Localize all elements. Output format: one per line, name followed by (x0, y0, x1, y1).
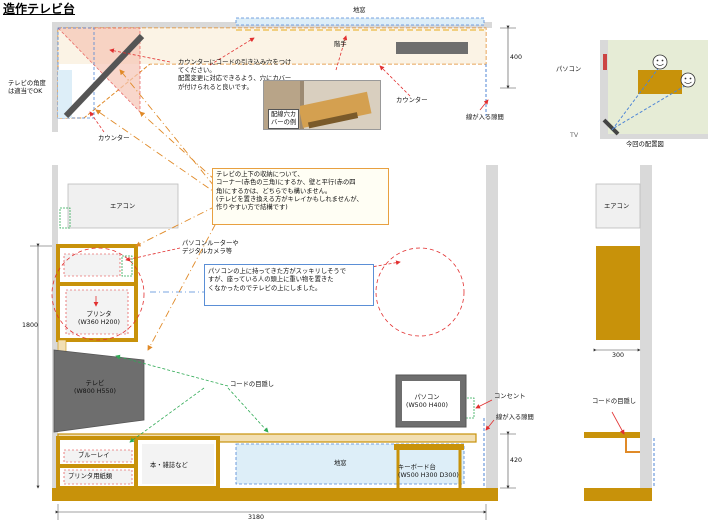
plan-view2 (613, 83, 689, 129)
label-top-window: 地窓 (353, 7, 366, 14)
side-view (584, 165, 655, 501)
person-icon-2 (680, 72, 696, 88)
label-front-cable-gap: 線が入る隙間 (496, 414, 534, 421)
outlet-upper (121, 255, 133, 277)
plan-view1 (611, 65, 661, 131)
top-wall-left (52, 22, 58, 132)
bluray-box (63, 449, 133, 463)
orange-link2 (139, 111, 227, 191)
label-tv-angle: テレビの角度 は適当でOK (8, 80, 46, 96)
label-side-aircon: エアコン (604, 203, 630, 210)
front-wall-left (52, 165, 58, 501)
label-aircon: エアコン (110, 203, 136, 210)
books-box (142, 444, 214, 484)
top-arrow-counter2 (89, 111, 105, 133)
plan-wall-left (600, 40, 608, 138)
printer-box (65, 289, 129, 335)
right-red-circle (375, 247, 465, 337)
side-counter (584, 432, 640, 438)
label-top-counter-right: カウンター (396, 97, 428, 104)
label-handrail: 階手 (334, 41, 347, 48)
label-printer: プリンタ (W360 H200) (78, 311, 120, 327)
label-pc: パソコン (W500 H400) (406, 394, 448, 410)
top-arrow-hole2 (209, 37, 255, 66)
note-pc-position: パソコンの上に持ってきた方がスッキリしそうで すが、座っている人の頭上に重い物を… (204, 264, 374, 306)
page-title: 造作テレビ台 (3, 2, 76, 16)
label-books: 本・雑誌など (150, 462, 188, 469)
label-cable-hide: コードの目隠し (230, 381, 275, 388)
top-window (235, 17, 485, 26)
label-top-cable-gap: 線が入る隙間 (466, 114, 504, 121)
plan-tv (602, 118, 620, 136)
side-shelf (596, 246, 640, 340)
orange-link1 (119, 69, 215, 187)
front-view (30, 69, 516, 520)
side-floor (584, 488, 652, 501)
outlet-aircon (59, 207, 71, 229)
plan-table (638, 70, 682, 94)
label-dim-height: 1800 (22, 322, 39, 329)
side-aircon (595, 183, 641, 229)
top-corner-triangle (57, 27, 141, 113)
note-storage-shape: テレビの上下の収納について、 コーナー(赤色の三角)にするか、壁と平行(赤の四 … (212, 168, 389, 225)
side-wall (640, 165, 652, 501)
orange-link5 (147, 211, 223, 351)
top-arrow-hole1 (109, 48, 171, 63)
label-top-depth: 400 (510, 54, 523, 61)
label-tv: テレビ (W800 H550) (74, 380, 116, 396)
photo-caption: 配線穴カ バーの例 (268, 109, 300, 129)
top-tv (63, 33, 145, 119)
label-plan-caption: 今回の配置図 (626, 141, 664, 148)
cable-hide-line1 (115, 354, 229, 387)
orange-link3 (95, 109, 221, 197)
note-cable-hole: カウンターにコードの引き込み穴をつけ てください。 配置変更に対応できるよう、穴… (178, 59, 292, 91)
front-wall-right (486, 165, 498, 501)
orange-link4 (135, 205, 217, 247)
label-keyboard: キーボード台 (W500 H300 D300) (398, 464, 459, 480)
plan-wall-bottom (600, 134, 708, 139)
person-icon-1 (652, 54, 668, 70)
label-top-counter-left: カウンター (98, 135, 130, 142)
top-pc (396, 42, 468, 54)
top-arrow-hole3 (335, 35, 348, 71)
top-arrow-counter (379, 65, 411, 97)
router-box (63, 253, 121, 277)
upper-red-circle (51, 247, 145, 341)
keyboard-top (394, 444, 464, 450)
front-aircon (67, 183, 179, 229)
top-view (52, 17, 516, 133)
arrow-gap (485, 419, 495, 431)
arrow-outlet (475, 399, 493, 409)
front-window (235, 443, 465, 485)
side-cable-hide (625, 438, 640, 453)
cable-hide-line2 (227, 387, 269, 433)
front-floor (52, 488, 498, 501)
cable-cover-photo: 配線穴カ バーの例 (263, 80, 381, 130)
cable-hide-line3 (129, 387, 205, 443)
label-bluray: ブルーレイ (78, 452, 110, 459)
label-dim-counter: 420 (510, 457, 523, 464)
plan-pc (603, 54, 607, 70)
top-tv-glass (58, 70, 72, 118)
label-plan-tv: TV (570, 132, 579, 139)
front-tv (53, 349, 145, 433)
front-pc-screen (402, 381, 460, 421)
label-printer-paper: プリンタ用紙類 (68, 473, 113, 480)
top-arrow-gap (479, 99, 489, 111)
label-side-dim: 300 (612, 352, 625, 359)
side-arrow (611, 411, 625, 435)
label-outlet: コンセント (494, 393, 526, 400)
label-plan-pc: パソコン (556, 66, 582, 73)
layout-plan (600, 40, 708, 139)
label-router: パソコンルーターや デジタルカメラ等 (182, 240, 239, 256)
arrow-router (125, 247, 181, 262)
label-front-window: 地窓 (334, 460, 347, 467)
paper-box (63, 469, 133, 485)
label-side-cable-hide: コードの目隠し (592, 398, 637, 405)
label-dim-width: 3180 (248, 514, 265, 521)
